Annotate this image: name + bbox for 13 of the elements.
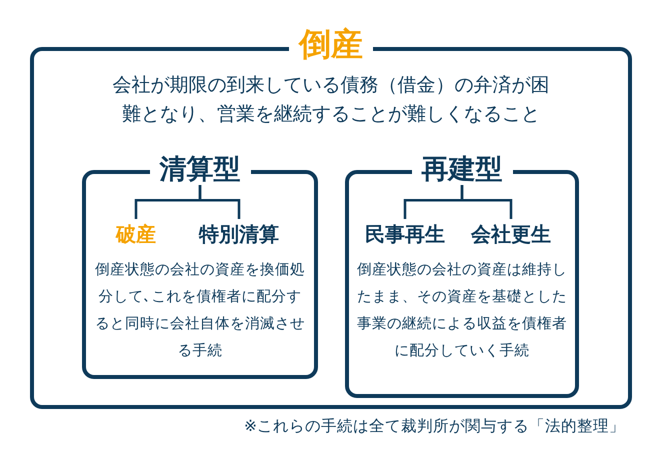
panel-heading: 清算型 bbox=[150, 154, 250, 185]
panel-heading: 倒産 bbox=[289, 25, 373, 63]
procedure-label: 特別清算 bbox=[183, 221, 295, 247]
bracket-connector bbox=[460, 185, 512, 219]
bracket-connector bbox=[198, 185, 240, 219]
footnote: ※これらの手続は全て裁判所が関与する「法的整理」 bbox=[244, 416, 625, 437]
description-text: 倒産状態の会社の資産は維持したまま、その資産を基礎とした事業の継続による収益を債権者に配分していく手続 bbox=[357, 260, 567, 361]
description-text: 会社が期限の到来している債務（借金）の弁済が困難となり、営業を継続することが難しくなること bbox=[112, 73, 550, 127]
procedure-label: 民事再生 bbox=[357, 221, 453, 247]
procedure-label: 会社更生 bbox=[463, 221, 559, 247]
procedure-label: 破産 bbox=[106, 221, 166, 247]
description-text: 倒産状態の会社の資産を換価処分して､これを債権者に配分すると同時に会社自体を消滅させる手続 bbox=[95, 260, 305, 361]
panel-heading: 再建型 bbox=[412, 154, 512, 185]
